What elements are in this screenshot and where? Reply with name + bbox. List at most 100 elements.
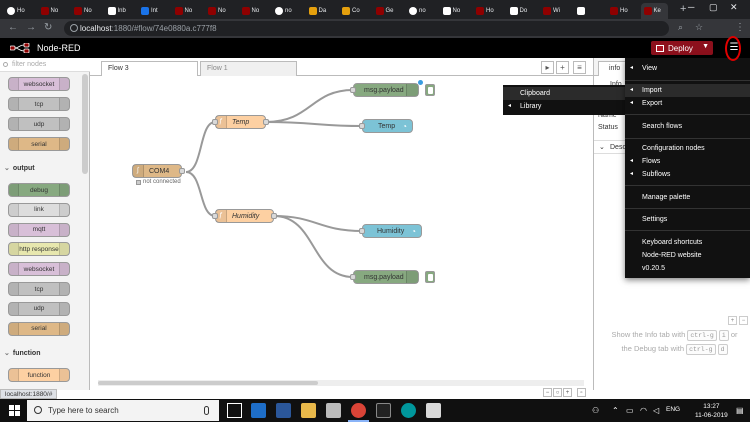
deploy-dropdown-icon[interactable]: ▼	[702, 43, 709, 50]
input-port[interactable]	[359, 123, 365, 129]
zoom-out-icon[interactable]: −	[543, 388, 552, 397]
gauge-node-humidity[interactable]: Humidity ◔	[359, 224, 422, 238]
volume-icon[interactable]: ◁	[653, 406, 660, 415]
palette-node[interactable]: serial	[8, 137, 70, 151]
palette-scrollbar[interactable]	[82, 74, 88, 174]
maximize-icon[interactable]: ▢	[709, 2, 718, 12]
input-port[interactable]	[212, 119, 218, 125]
browser-tab[interactable]: Inb	[105, 3, 132, 19]
tray-chevron-icon[interactable]: ⌃	[612, 406, 619, 415]
browser-tab[interactable]: Ho	[473, 3, 500, 19]
output-port[interactable]	[271, 213, 277, 219]
arduino-icon[interactable]	[401, 403, 416, 418]
battery-icon[interactable]: ▭	[626, 406, 634, 415]
menu-item-export[interactable]: ◂Export	[625, 97, 750, 110]
menu-item-node-red-website[interactable]: Node-RED website	[625, 249, 750, 262]
tab-flow-1[interactable]: Flow 1	[200, 61, 297, 76]
navigator-icon[interactable]: ▫	[577, 388, 586, 397]
browser-tab[interactable]: No	[172, 3, 199, 19]
browser-tab[interactable]: No	[239, 3, 266, 19]
scrollbar-thumb[interactable]	[98, 381, 318, 385]
browser-tab[interactable]	[574, 3, 601, 19]
palette-node[interactable]: serial	[8, 321, 70, 336]
palette-node[interactable]: link	[8, 202, 70, 217]
wire[interactable]	[185, 121, 216, 173]
input-port[interactable]	[350, 87, 356, 93]
tab-info[interactable]: info	[598, 61, 628, 76]
menu-item-search-flows[interactable]: Search flows	[625, 120, 750, 133]
bookmark-star-icon[interactable]: ☆	[695, 22, 704, 32]
forward-icon[interactable]: →	[26, 22, 36, 33]
search-icon[interactable]: ⌕	[678, 22, 684, 32]
function-node-humidity[interactable]: ƒ Humidity	[212, 209, 277, 223]
debug-node-1[interactable]: msg.payload	[350, 83, 419, 97]
palette-node[interactable]: udp	[8, 117, 70, 131]
browser-tab[interactable]: No	[205, 3, 232, 19]
address-bar[interactable]: localhost:1880/#flow/74e0880a.c777f8	[64, 21, 669, 36]
serial-in-node[interactable]: ∫ COM4	[132, 164, 185, 178]
people-icon[interactable]: ⚇	[592, 406, 600, 415]
browser-tab[interactable]: Ho	[4, 3, 31, 19]
browser-tab[interactable]: Do	[507, 3, 534, 19]
menu-item-import[interactable]: ◂Import	[625, 84, 750, 97]
output-port[interactable]	[179, 168, 185, 174]
browser-tab[interactable]: Ho	[607, 3, 634, 19]
browser-tab[interactable]: Ke	[640, 3, 668, 19]
palette-node[interactable]: udp	[8, 301, 70, 316]
zoom-in-icon[interactable]: +	[563, 388, 572, 397]
wire[interactable]	[273, 215, 363, 232]
windows-start-icon[interactable]	[9, 405, 20, 416]
browser-tab[interactable]: No	[71, 3, 98, 19]
browser-menu-icon[interactable]: ⋮	[735, 22, 745, 33]
flow-canvas[interactable]: ∫ COM4 not connected ƒ Temp ƒ Humidity m…	[91, 77, 591, 379]
menu-item-keyboard-shortcuts[interactable]: Keyboard shortcuts	[625, 236, 750, 249]
recycle-bin-icon[interactable]	[326, 403, 341, 418]
menu-item-manage-palette[interactable]: Manage palette	[625, 191, 750, 204]
new-tab-icon[interactable]: +	[680, 3, 687, 15]
menu-item-flows[interactable]: ◂Flows	[625, 155, 750, 168]
palette-filter-input[interactable]: filter nodes	[0, 58, 90, 72]
app-icon[interactable]	[426, 403, 441, 418]
palette-category-function[interactable]: ⌄function	[4, 349, 40, 357]
palette-node[interactable]: mqtt	[8, 222, 70, 237]
input-port[interactable]	[212, 213, 218, 219]
palette-category-output[interactable]: ⌄output	[4, 164, 35, 172]
browser-tab[interactable]: Da	[306, 3, 333, 19]
browser-tab[interactable]: Wi	[540, 3, 567, 19]
wire[interactable]	[273, 215, 354, 278]
sidebar-expand-icon[interactable]: +	[728, 316, 737, 325]
edge-icon[interactable]	[251, 403, 266, 418]
palette-node[interactable]: websocket	[8, 262, 70, 277]
debug-node-2[interactable]: msg.payload	[350, 270, 419, 284]
notifications-icon[interactable]: ▤	[736, 406, 744, 415]
input-port[interactable]	[350, 274, 356, 280]
file-explorer-icon[interactable]	[301, 403, 316, 418]
palette-node[interactable]: tcp	[8, 282, 70, 296]
browser-tab[interactable]: no	[406, 3, 433, 19]
palette-node[interactable]: http response	[8, 242, 70, 257]
browser-tab[interactable]: Ge	[373, 3, 400, 19]
wire[interactable]	[185, 171, 216, 217]
browser-tab[interactable]: No	[440, 3, 467, 19]
menu-item-view[interactable]: ◂View	[625, 62, 750, 75]
wire[interactable]	[265, 89, 354, 123]
debug-toggle-button[interactable]	[425, 271, 435, 283]
site-info-icon[interactable]	[70, 24, 78, 32]
menu-item-configuration-nodes[interactable]: Configuration nodes	[625, 142, 750, 155]
reload-icon[interactable]: ↻	[44, 22, 53, 33]
back-icon[interactable]: ←	[8, 22, 18, 33]
browser-tab[interactable]: Co	[339, 3, 366, 19]
minimize-icon[interactable]: ─	[688, 2, 695, 12]
microphone-icon[interactable]	[204, 406, 209, 415]
menu-item-settings[interactable]: Settings	[625, 213, 750, 226]
close-window-icon[interactable]: ✕	[730, 2, 738, 12]
wire[interactable]	[265, 121, 363, 127]
list-flows-icon[interactable]: ≡	[573, 61, 586, 74]
taskbar-search-input[interactable]: Type here to search	[27, 400, 219, 421]
wifi-icon[interactable]: ◠	[640, 406, 647, 415]
menu-item-library[interactable]: ◂Library	[503, 100, 625, 113]
chrome-icon[interactable]	[348, 403, 369, 422]
debug-toggle-button[interactable]	[425, 84, 435, 96]
palette-node[interactable]: function	[8, 368, 70, 382]
output-port[interactable]	[263, 119, 269, 125]
